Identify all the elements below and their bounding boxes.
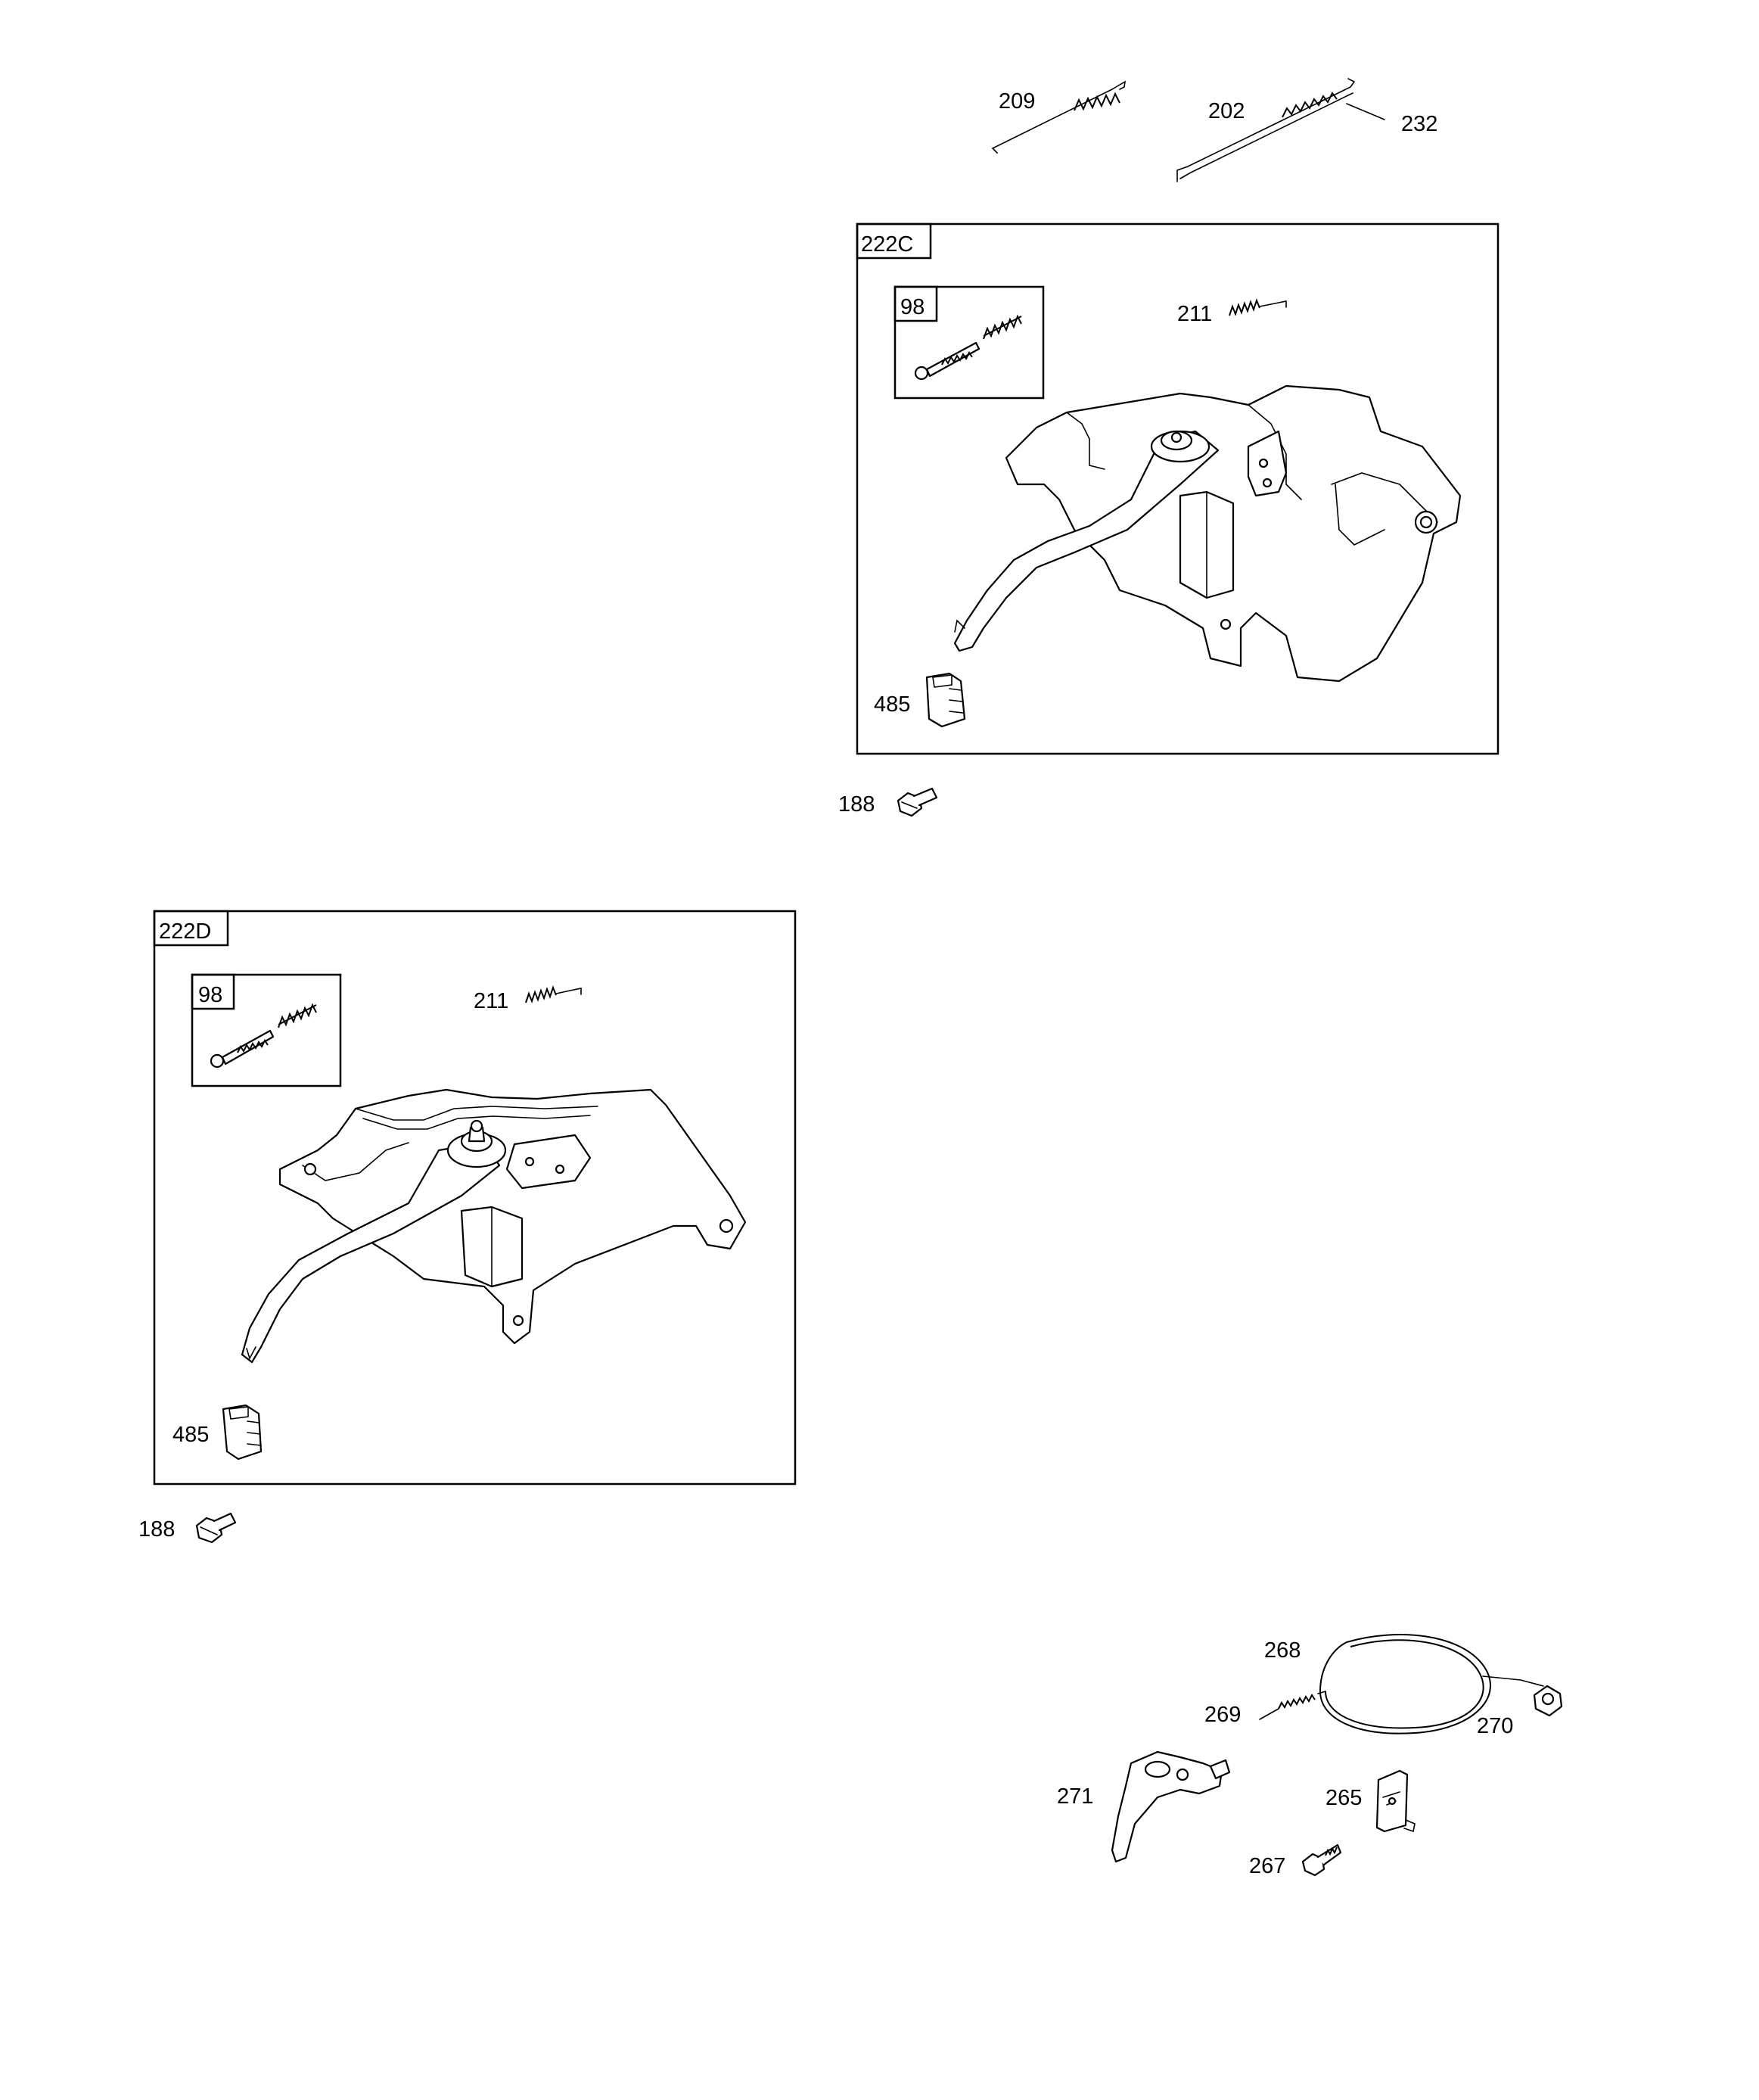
spring-rod-209-icon	[991, 80, 1127, 154]
bolt-188-upper-icon	[897, 787, 938, 817]
spring-211-icon	[525, 985, 582, 1003]
label-270: 270	[1477, 1714, 1513, 1738]
kit-222d-sub-98-frame	[191, 973, 342, 1087]
spring-211-icon	[1229, 298, 1287, 316]
grommet-485-icon	[925, 672, 966, 728]
nut-270-icon	[1533, 1685, 1563, 1717]
link-rod-202-icon	[1176, 78, 1356, 182]
cable-268-icon	[1319, 1634, 1544, 1734]
kit-222c-frame	[856, 222, 1500, 755]
screw-icon	[210, 1029, 275, 1069]
kit-222d-frame	[153, 910, 797, 1486]
kit-222d-tag	[153, 910, 229, 947]
control-bracket-222d-icon	[241, 1088, 747, 1364]
label-232: 232	[1401, 112, 1437, 136]
kit-222d: 222D 98 211	[153, 910, 797, 1486]
grommet-485-icon	[222, 1404, 263, 1461]
kit-222c-label-485: 485	[874, 692, 910, 717]
label-188-upper: 188	[838, 792, 875, 817]
kit-222c-sub-98-tag	[893, 285, 938, 322]
label-188-lower: 188	[138, 1517, 175, 1542]
kit-222d-sub-98-label: 98	[198, 983, 222, 1007]
label-269: 269	[1204, 1703, 1241, 1727]
label-202: 202	[1208, 99, 1245, 123]
kit-222c-label: 222C	[861, 232, 913, 257]
label-271: 271	[1057, 1784, 1093, 1809]
label-265: 265	[1325, 1786, 1362, 1810]
kit-222d-label-485: 485	[172, 1423, 209, 1447]
control-bracket-222c-icon	[953, 384, 1462, 683]
leader-232	[1346, 103, 1385, 120]
kit-222c-label-211: 211	[1177, 302, 1212, 326]
kit-222d-label-211: 211	[474, 989, 508, 1013]
label-268: 268	[1264, 1638, 1301, 1663]
spring-icon	[278, 1003, 317, 1028]
screw-icon	[914, 341, 981, 381]
kit-222d-sub-98-tag	[191, 973, 235, 1010]
kit-222c-sub-98-frame	[893, 285, 1045, 400]
bolt-188-lower-icon	[195, 1512, 237, 1544]
screw-267-icon	[1301, 1843, 1342, 1877]
clip-265-icon	[1375, 1769, 1416, 1833]
label-209: 209	[999, 89, 1035, 114]
kit-222c-sub-98-label: 98	[900, 295, 925, 319]
spring-icon	[983, 314, 1022, 340]
cable-bracket-271-icon	[1111, 1750, 1231, 1863]
cable-end-269-icon	[1259, 1691, 1326, 1720]
label-267: 267	[1249, 1854, 1285, 1878]
kit-222c: 222C 98 211	[856, 222, 1500, 755]
kit-222d-label: 222D	[159, 919, 211, 944]
kit-222c-tag	[856, 222, 932, 260]
